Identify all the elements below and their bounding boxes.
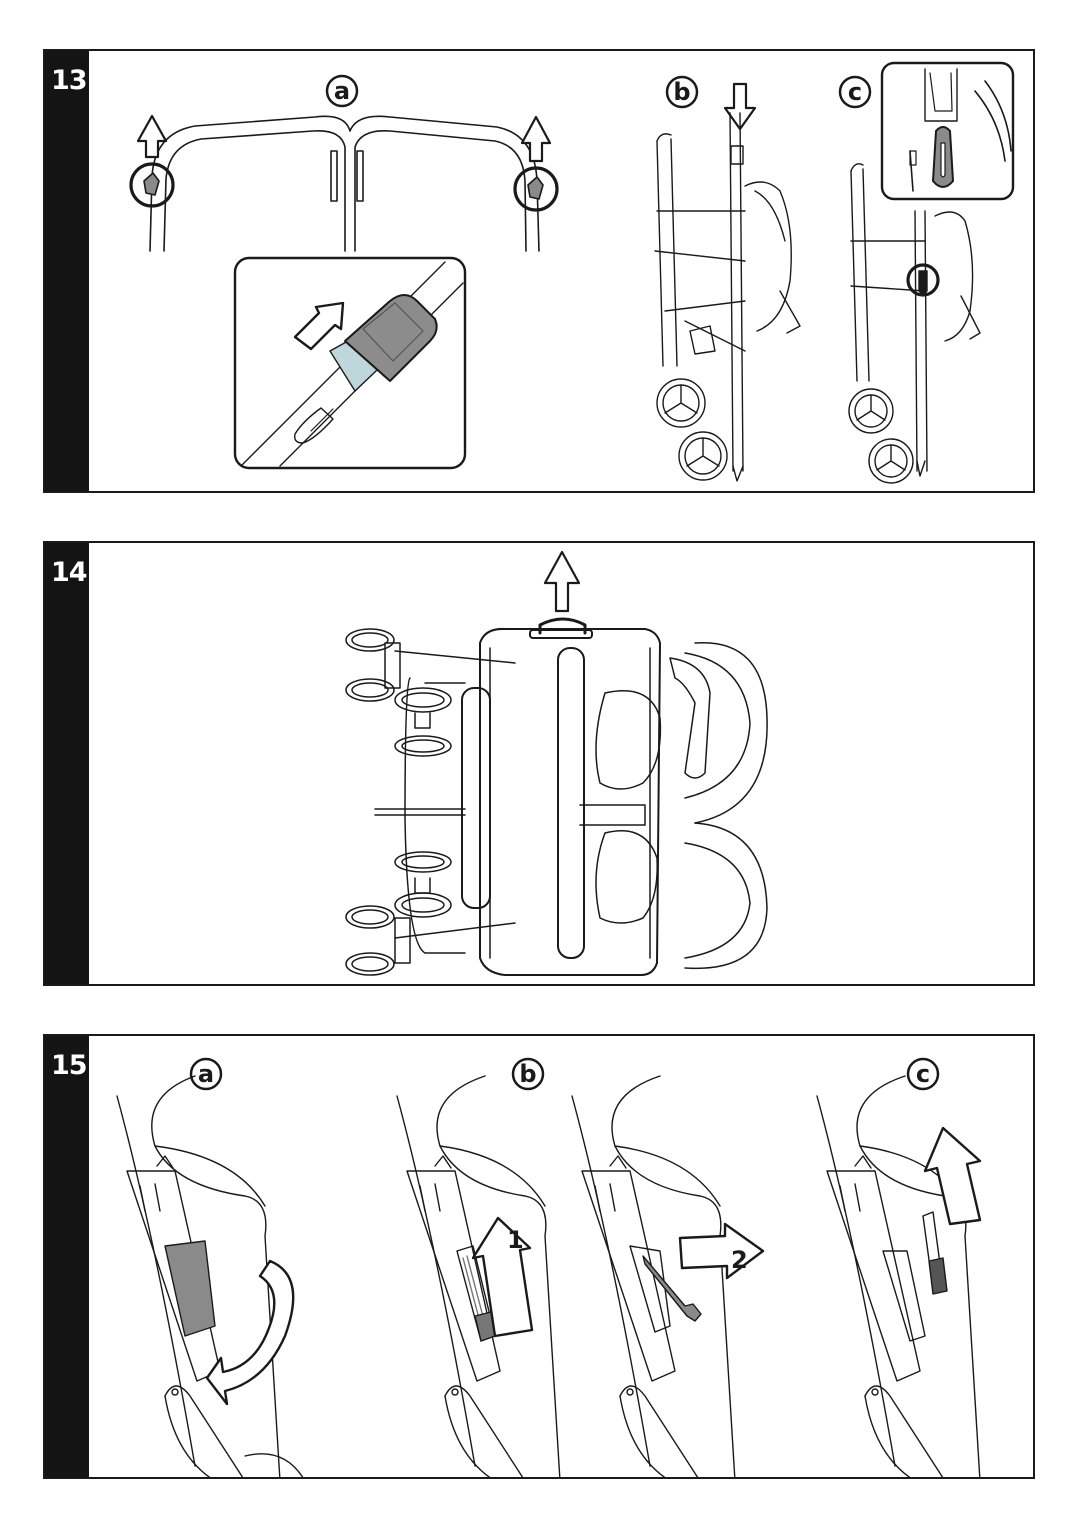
frame-detail-a [116,1075,304,1477]
frame-detail-b2: 2 [571,1075,765,1477]
button-detail-inset [233,256,467,470]
folded-stroller-b [654,112,801,482]
sub-label-b: b [665,75,699,109]
up-arrow-icon [520,115,552,163]
svg-text:1: 1 [507,1226,524,1254]
step-number-bar: 14 [45,543,89,984]
left-release-button [129,162,175,208]
up-arrow-icon [136,114,168,159]
up-arrow-icon: 1 [471,1216,534,1338]
sub-label-a: a [189,1057,223,1091]
step-number: 13 [51,65,88,96]
step-number-bar: 13 [45,51,89,491]
sub-label-a: a [325,74,359,108]
diagonal-arrow-icon: 2 [678,1222,765,1280]
right-release-button [513,166,559,212]
sub-label-b: b [511,1057,545,1091]
sub-label-c: c [838,75,872,109]
sub-label-c: c [906,1057,940,1091]
up-arrow-icon [543,550,581,613]
step-13-illustration: a [129,61,1015,484]
curved-arrow-icon [205,1259,295,1406]
folded-stroller-c [848,163,981,484]
stroller-wheels [345,628,452,976]
svg-text:2: 2 [731,1246,748,1274]
step-14-illustration [345,550,768,976]
svg-text:c: c [848,78,862,106]
down-arrow-icon [723,82,757,131]
step-number: 15 [51,1050,88,1081]
frame-detail-c [816,1075,982,1477]
svg-text:a: a [334,77,350,105]
step-14-panel: 14 [43,541,1035,986]
frame-detail-b1: 1 [396,1075,561,1477]
step-15-illustration: a b c [116,1057,982,1477]
diagonal-arrow-icon [293,301,345,351]
up-arrow-icon [923,1126,982,1226]
folded-double-stroller [374,627,768,976]
step-number: 14 [51,557,88,588]
svg-text:b: b [519,1060,536,1088]
latch-detail-inset [880,61,1015,201]
step-13-panel: 13 a [43,49,1035,493]
step-15-panel: 15 a b c [43,1034,1035,1479]
handlebar-drawing [149,115,540,252]
step-number-bar: 15 [45,1036,89,1477]
svg-text:c: c [916,1060,930,1088]
svg-text:a: a [198,1060,214,1088]
svg-text:b: b [673,78,690,106]
